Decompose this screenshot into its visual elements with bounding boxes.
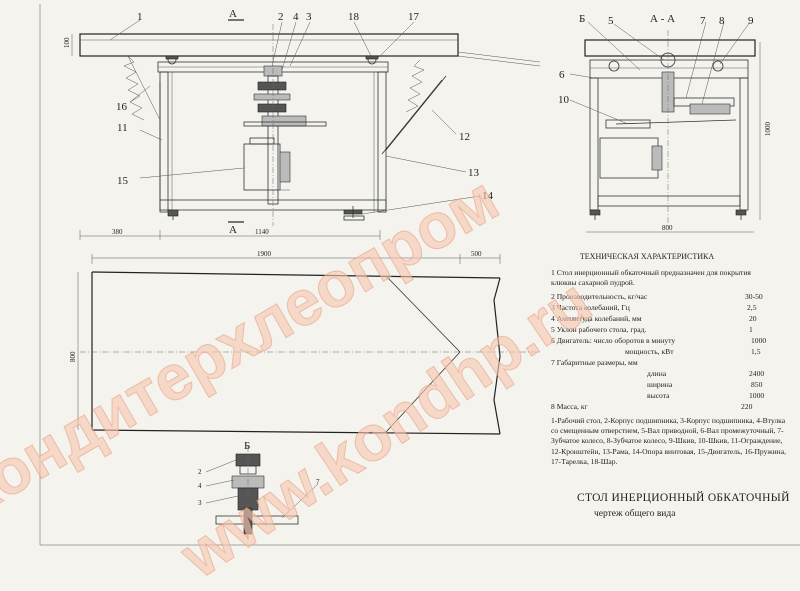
spec-row: 8 Масса, кг 220 bbox=[551, 402, 793, 412]
section-a-top: А bbox=[229, 8, 237, 20]
spec-row-label: мощность, кВт bbox=[625, 347, 674, 356]
callout-17: 17 bbox=[408, 11, 420, 23]
parts-legend: 1-Рабочий стол, 2-Корпус подшипника, 3-К… bbox=[551, 416, 786, 466]
callout-16: 16 bbox=[116, 101, 128, 113]
spec-row: 7 Габаритные размеры, мм bbox=[551, 358, 793, 368]
spec-line-1b: клюквы сахарной пудрой. bbox=[551, 278, 635, 287]
callout-8: 8 bbox=[719, 15, 725, 27]
spec-row-value: 30-50 bbox=[745, 292, 763, 301]
front-view bbox=[71, 19, 541, 240]
dim-100: 100 bbox=[63, 37, 71, 48]
callout-14: 14 bbox=[482, 190, 494, 202]
spec-row-label: 4 Амплитуда колебаний, мм bbox=[551, 314, 642, 323]
side-view bbox=[569, 21, 761, 233]
spec-row: мощность, кВт 1,5 bbox=[551, 347, 793, 357]
dim-1900: 1900 bbox=[257, 250, 272, 258]
spec-row-label: 8 Масса, кг bbox=[551, 402, 588, 411]
detail-label-4: 4 bbox=[198, 482, 202, 490]
drawing-title: СТОЛ ИНЕРЦИОННЫЙ ОБКАТОЧНЫЙ bbox=[577, 492, 790, 504]
spec-row-value: 2400 bbox=[749, 369, 765, 378]
spec-row: 3 Частота колебаний, Гц 2,5 bbox=[551, 303, 793, 313]
spec-row-value: 220 bbox=[741, 402, 753, 411]
detail-label-3: 3 bbox=[198, 499, 202, 507]
plan-view bbox=[77, 254, 540, 435]
spring-left bbox=[123, 55, 145, 121]
spec-row: 5 Уклон рабочего стола, град. 1 bbox=[551, 325, 793, 335]
callout-2: 2 bbox=[278, 11, 284, 23]
detail-label-2: 2 bbox=[198, 468, 202, 476]
spec-row-label: длина bbox=[647, 369, 667, 378]
spring-right bbox=[405, 59, 425, 113]
work-table bbox=[79, 33, 459, 57]
callout-15: 15 bbox=[117, 175, 129, 187]
spec-row-value: 850 bbox=[751, 380, 763, 389]
callout-18: 18 bbox=[348, 11, 360, 23]
section-aa-title: А - А bbox=[650, 13, 675, 25]
drawing-subtitle: чертеж общего вида bbox=[594, 509, 676, 519]
dim-1140: 1140 bbox=[255, 228, 269, 236]
spec-row-value: 20 bbox=[749, 314, 757, 323]
spec-row-label: 7 Габаритные размеры, мм bbox=[551, 358, 638, 367]
dim-1000: 1000 bbox=[764, 122, 772, 137]
spec-row-value: 1000 bbox=[749, 391, 765, 400]
motor bbox=[243, 143, 281, 191]
callout-10: 10 bbox=[558, 94, 570, 106]
detail-label-7: 7 bbox=[316, 478, 320, 486]
section-b-side: Б bbox=[579, 13, 585, 25]
section-a-bottom: А bbox=[229, 224, 237, 236]
callout-11: 11 bbox=[117, 122, 128, 134]
spec-row-label: высота bbox=[647, 391, 670, 400]
callout-9: 9 bbox=[748, 15, 754, 27]
callout-13: 13 bbox=[468, 167, 480, 179]
spec-row: высота 1000 bbox=[551, 391, 793, 401]
spec-row-value: 1000 bbox=[751, 336, 767, 345]
callout-7: 7 bbox=[700, 15, 706, 27]
callout-5: 5 bbox=[608, 15, 614, 27]
spec-row-value: 2,5 bbox=[747, 303, 757, 312]
callout-6: 6 bbox=[559, 69, 565, 81]
detail-b-title: Б bbox=[244, 440, 250, 452]
callout-12: 12 bbox=[459, 131, 470, 143]
spec-row: 6 Двигатель: число оборотов в минуту 1000 bbox=[551, 336, 793, 346]
spec-row-label: 6 Двигатель: число оборотов в минуту bbox=[551, 336, 676, 345]
spec-row-label: 2 Производительность, кг/час bbox=[551, 292, 648, 301]
spec-row-label: 3 Частота колебаний, Гц bbox=[551, 303, 630, 312]
spec-row: 2 Производительность, кг/час 30-50 bbox=[551, 292, 793, 302]
callout-1: 1 bbox=[137, 11, 143, 23]
dim-500: 500 bbox=[471, 250, 482, 258]
spec-row-value: 1 bbox=[749, 325, 753, 334]
spec-row-value: 1,5 bbox=[751, 347, 761, 356]
detail-b bbox=[205, 446, 319, 540]
spec-row-label: ширина bbox=[647, 380, 673, 389]
dim-800-side: 800 bbox=[662, 224, 673, 232]
spec-row: длина 2400 bbox=[551, 369, 793, 379]
spec-row: 4 Амплитуда колебаний, мм 20 bbox=[551, 314, 793, 324]
dim-380: 380 bbox=[112, 228, 123, 236]
callout-3: 3 bbox=[306, 11, 312, 23]
dim-800-plan: 800 bbox=[69, 351, 77, 362]
spec-title: ТЕХНИЧЕСКАЯ ХАРАКТЕРИСТИКА bbox=[579, 252, 715, 261]
callout-4: 4 bbox=[293, 11, 299, 23]
spec-row: ширина 850 bbox=[551, 380, 793, 390]
spec-row-label: 5 Уклон рабочего стола, град. bbox=[551, 325, 647, 334]
spec-line-1a: 1 Стол инерционный обкаточный предназнач… bbox=[551, 268, 751, 277]
